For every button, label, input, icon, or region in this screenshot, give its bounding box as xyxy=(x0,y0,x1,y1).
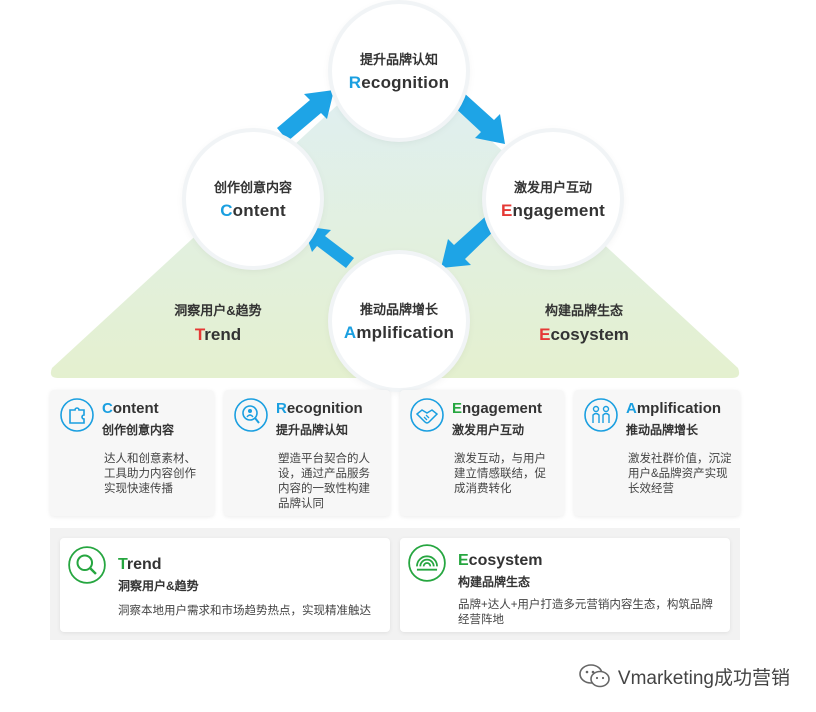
circle-amplification-en: Amplification xyxy=(343,323,455,342)
circle-engagement-en: Engagement xyxy=(500,201,606,220)
card-trend-subtitle: 洞察用户&趋势 xyxy=(118,579,199,593)
card-engagement-desc: 激发互动，与用户 建立情感联结，促 成消费转化 xyxy=(454,453,546,495)
watermark: Vmarketing成功营销 xyxy=(578,662,790,690)
r-cycle-diagram: 提升品牌认知 Recognition 激发用户互动 Engagement 创作创… xyxy=(50,4,740,388)
triangle-label-trend: 洞察用户&趋势 Trend xyxy=(174,303,262,344)
circle-recognition-cn: 提升品牌认知 xyxy=(359,52,438,67)
card-recognition: Recognition 提升品牌认知 塑造平台契合的人 设，通过产品服务 内容的… xyxy=(224,390,390,516)
handshake-icon xyxy=(410,398,444,432)
signal-icon xyxy=(408,544,446,582)
card-amplification-subtitle: 推动品牌增长 xyxy=(626,423,699,437)
magnifier-icon xyxy=(68,546,106,584)
arrow-amplification-to-content xyxy=(303,226,354,268)
card-trend-desc: 洞察本地用户需求和市场趋势热点，实现精准触达 xyxy=(118,605,371,617)
card-amplification-desc: 激发社群价值，沉淀 用户&品牌资产实现 长效经营 xyxy=(628,453,732,495)
card-content: Content 创作创意内容 达人和创意素材、 工具助力内容创作 实现快速传播 xyxy=(50,390,214,516)
card-content-subtitle: 创作创意内容 xyxy=(102,423,175,437)
circle-amplification-cn: 推动品牌增长 xyxy=(359,302,438,317)
card-trend: Trend 洞察用户&趋势 洞察本地用户需求和市场趋势热点，实现精准触达 xyxy=(60,538,390,632)
card-ecosystem: Ecosystem 构建品牌生态 品牌+达人+用户打造多元营销内容生态，构筑品牌… xyxy=(400,538,730,632)
circle-content-cn: 创作创意内容 xyxy=(213,180,292,195)
card-amplification: Amplification 推动品牌增长 激发社群价值，沉淀 用户&品牌资产实现… xyxy=(574,390,740,516)
card-recognition-subtitle: 提升品牌认知 xyxy=(276,423,349,437)
card-ecosystem-subtitle: 构建品牌生态 xyxy=(458,575,531,589)
arrow-content-to-recognition xyxy=(277,90,334,141)
circle-content-en: Content xyxy=(220,201,286,220)
circle-content: 创作创意内容 Content xyxy=(186,132,320,266)
cycle-arrows xyxy=(277,90,505,268)
triangle-label-ecosystem: 构建品牌生态 Ecosystem xyxy=(539,303,629,344)
card-recognition-desc: 塑造平台契合的人 设，通过产品服务 内容的一致性构建 品牌认同 xyxy=(278,453,370,510)
wechat-icon xyxy=(579,664,610,688)
card-content-desc: 达人和创意素材、 工具助力内容创作 实现快速传播 xyxy=(104,453,196,495)
card-engagement-subtitle: 激发用户互动 xyxy=(452,423,525,437)
circle-engagement: 激发用户互动 Engagement xyxy=(486,132,620,266)
triangle-area xyxy=(50,52,740,378)
puzzle-icon xyxy=(60,398,94,432)
person-search-icon xyxy=(234,398,268,432)
circle-recognition-en: Recognition xyxy=(348,73,450,92)
circle-engagement-cn: 激发用户互动 xyxy=(513,180,592,195)
group-icon xyxy=(584,398,618,432)
arrow-recognition-to-engagement xyxy=(451,92,505,144)
card-engagement: Engagement 激发用户互动 激发互动，与用户 建立情感联结，促 成消费转… xyxy=(400,390,564,516)
arrow-engagement-to-amplification xyxy=(441,216,497,268)
circle-recognition: 提升品牌认知 Recognition xyxy=(332,4,466,138)
circle-amplification: 推动品牌增长 Amplification xyxy=(332,254,466,388)
watermark-text: Vmarketing成功营销 xyxy=(617,667,790,689)
card-ecosystem-desc: 品牌+达人+用户打造多元营销内容生态，构筑品牌 经营阵地 xyxy=(458,599,713,626)
diagram-background xyxy=(50,52,740,378)
